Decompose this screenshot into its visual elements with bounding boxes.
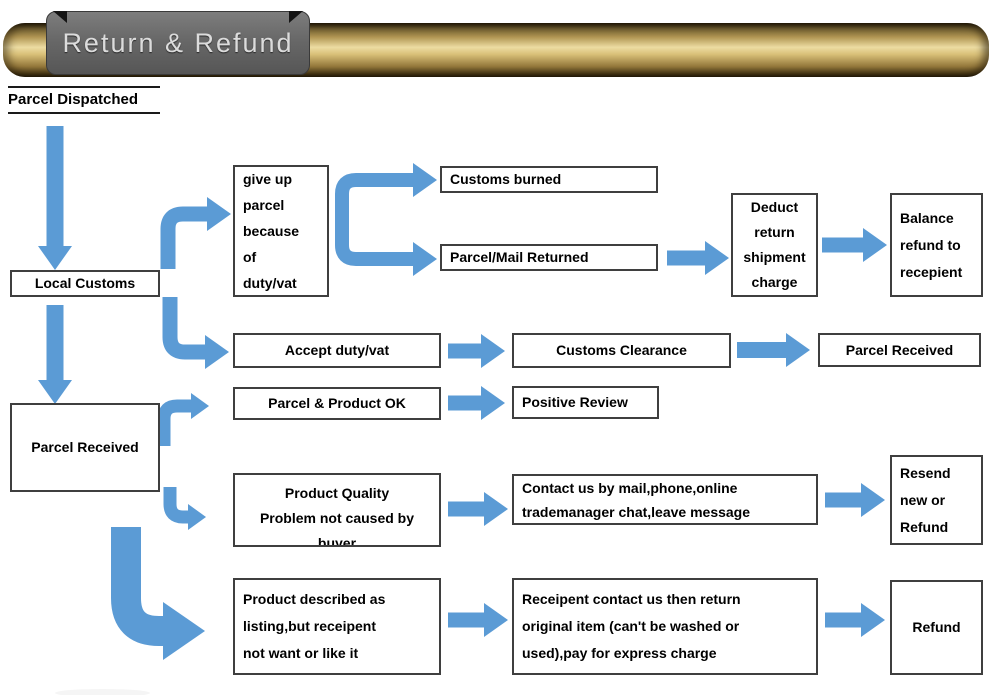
node-give-up-parcel: give up parcel because of duty/vat — [233, 165, 329, 297]
arrow-received-to-product-described — [111, 527, 205, 660]
node-product-quality-problem: Product Quality Problem not caused by bu… — [233, 473, 441, 547]
start-label-parcel-dispatched: Parcel Dispatched — [8, 86, 160, 114]
node-resend-or-refund: Resend new or Refund — [890, 455, 983, 545]
node-contact-us: Contact us by mail,phone,online trademan… — [512, 474, 818, 525]
node-positive-review: Positive Review — [512, 386, 659, 419]
arrow-local-customs-to-accept-duty — [162, 297, 229, 369]
bottom-smudge — [55, 689, 150, 695]
node-customs-burned: Customs burned — [440, 166, 658, 193]
node-balance-refund: Balance refund to recepient — [890, 193, 983, 297]
node-local-customs: Local Customs — [10, 270, 160, 297]
arrow-local-customs-to-give-up — [160, 197, 231, 269]
page-title: Return & Refund — [62, 27, 294, 58]
node-parcel-received-right: Parcel Received — [818, 333, 981, 367]
node-parcel-mail-returned: Parcel/Mail Returned — [440, 244, 658, 271]
node-parcel-received-left: Parcel Received — [10, 403, 160, 492]
node-product-described: Product described as listing,but receipe… — [233, 578, 441, 675]
node-accept-duty-vat: Accept duty/vat — [233, 333, 441, 368]
arrow-give-up-to-parcel-mail-returned — [335, 212, 437, 276]
node-parcel-product-ok: Parcel & Product OK — [233, 387, 441, 420]
node-refund: Refund — [890, 580, 983, 675]
arrow-give-up-to-customs-burned — [335, 163, 437, 232]
title-plate: Return & Refund — [46, 11, 310, 75]
arrow-received-to-product-quality — [163, 487, 206, 530]
node-deduct-return-charge: Deduct return shipment charge — [731, 193, 818, 297]
node-receipent-contact: Receipent contact us then return origina… — [512, 578, 818, 675]
arrow-received-to-parcel-ok — [157, 393, 209, 446]
node-customs-clearance: Customs Clearance — [512, 333, 731, 368]
